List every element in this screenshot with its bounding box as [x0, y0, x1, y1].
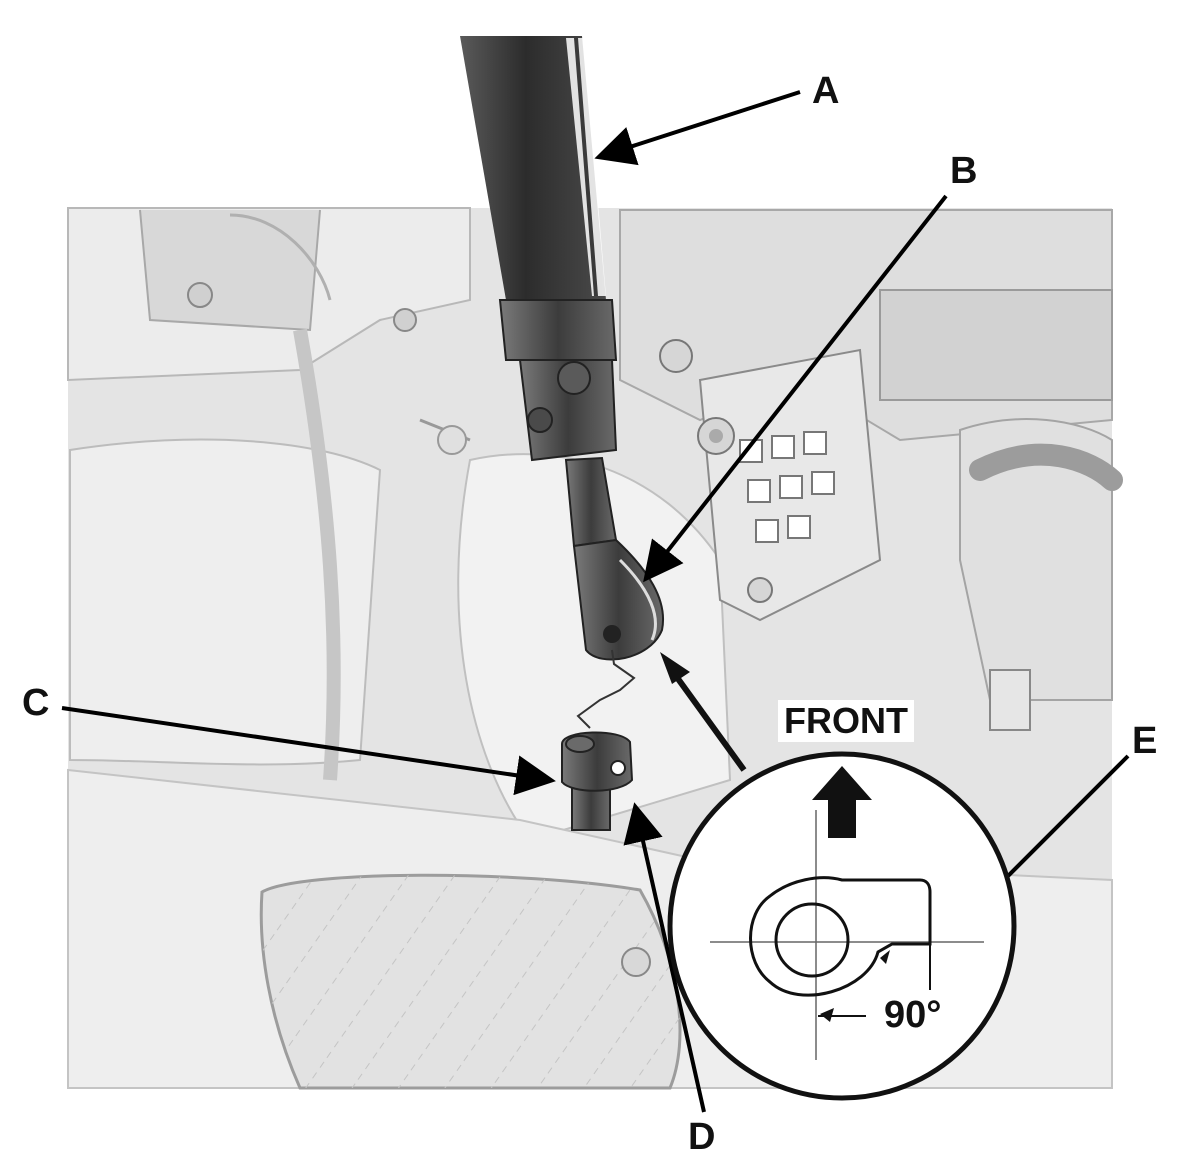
leader-c	[61, 706, 556, 796]
callout-b: B	[950, 150, 978, 192]
shaft-cross-section	[749, 876, 932, 997]
callout-e: E	[1132, 720, 1158, 762]
leader-d	[623, 802, 706, 1113]
leader-a	[594, 90, 801, 166]
callout-c: C	[22, 682, 50, 724]
leader-b	[643, 194, 948, 583]
front-direction-label: FRONT	[778, 700, 914, 742]
detail-view	[667, 751, 1017, 1101]
alignment-guide-line	[576, 649, 636, 729]
front-arrow-icon	[812, 766, 872, 838]
callout-d: D	[688, 1116, 716, 1158]
pinion-shaft	[561, 731, 634, 831]
pedal-bracket	[659, 339, 882, 622]
callout-a: A	[812, 70, 840, 112]
accelerator-pedal	[259, 873, 682, 1090]
angle-label: 90°	[884, 994, 942, 1036]
install-direction-arrow	[660, 652, 747, 772]
steering-joint-shaft	[460, 36, 665, 661]
